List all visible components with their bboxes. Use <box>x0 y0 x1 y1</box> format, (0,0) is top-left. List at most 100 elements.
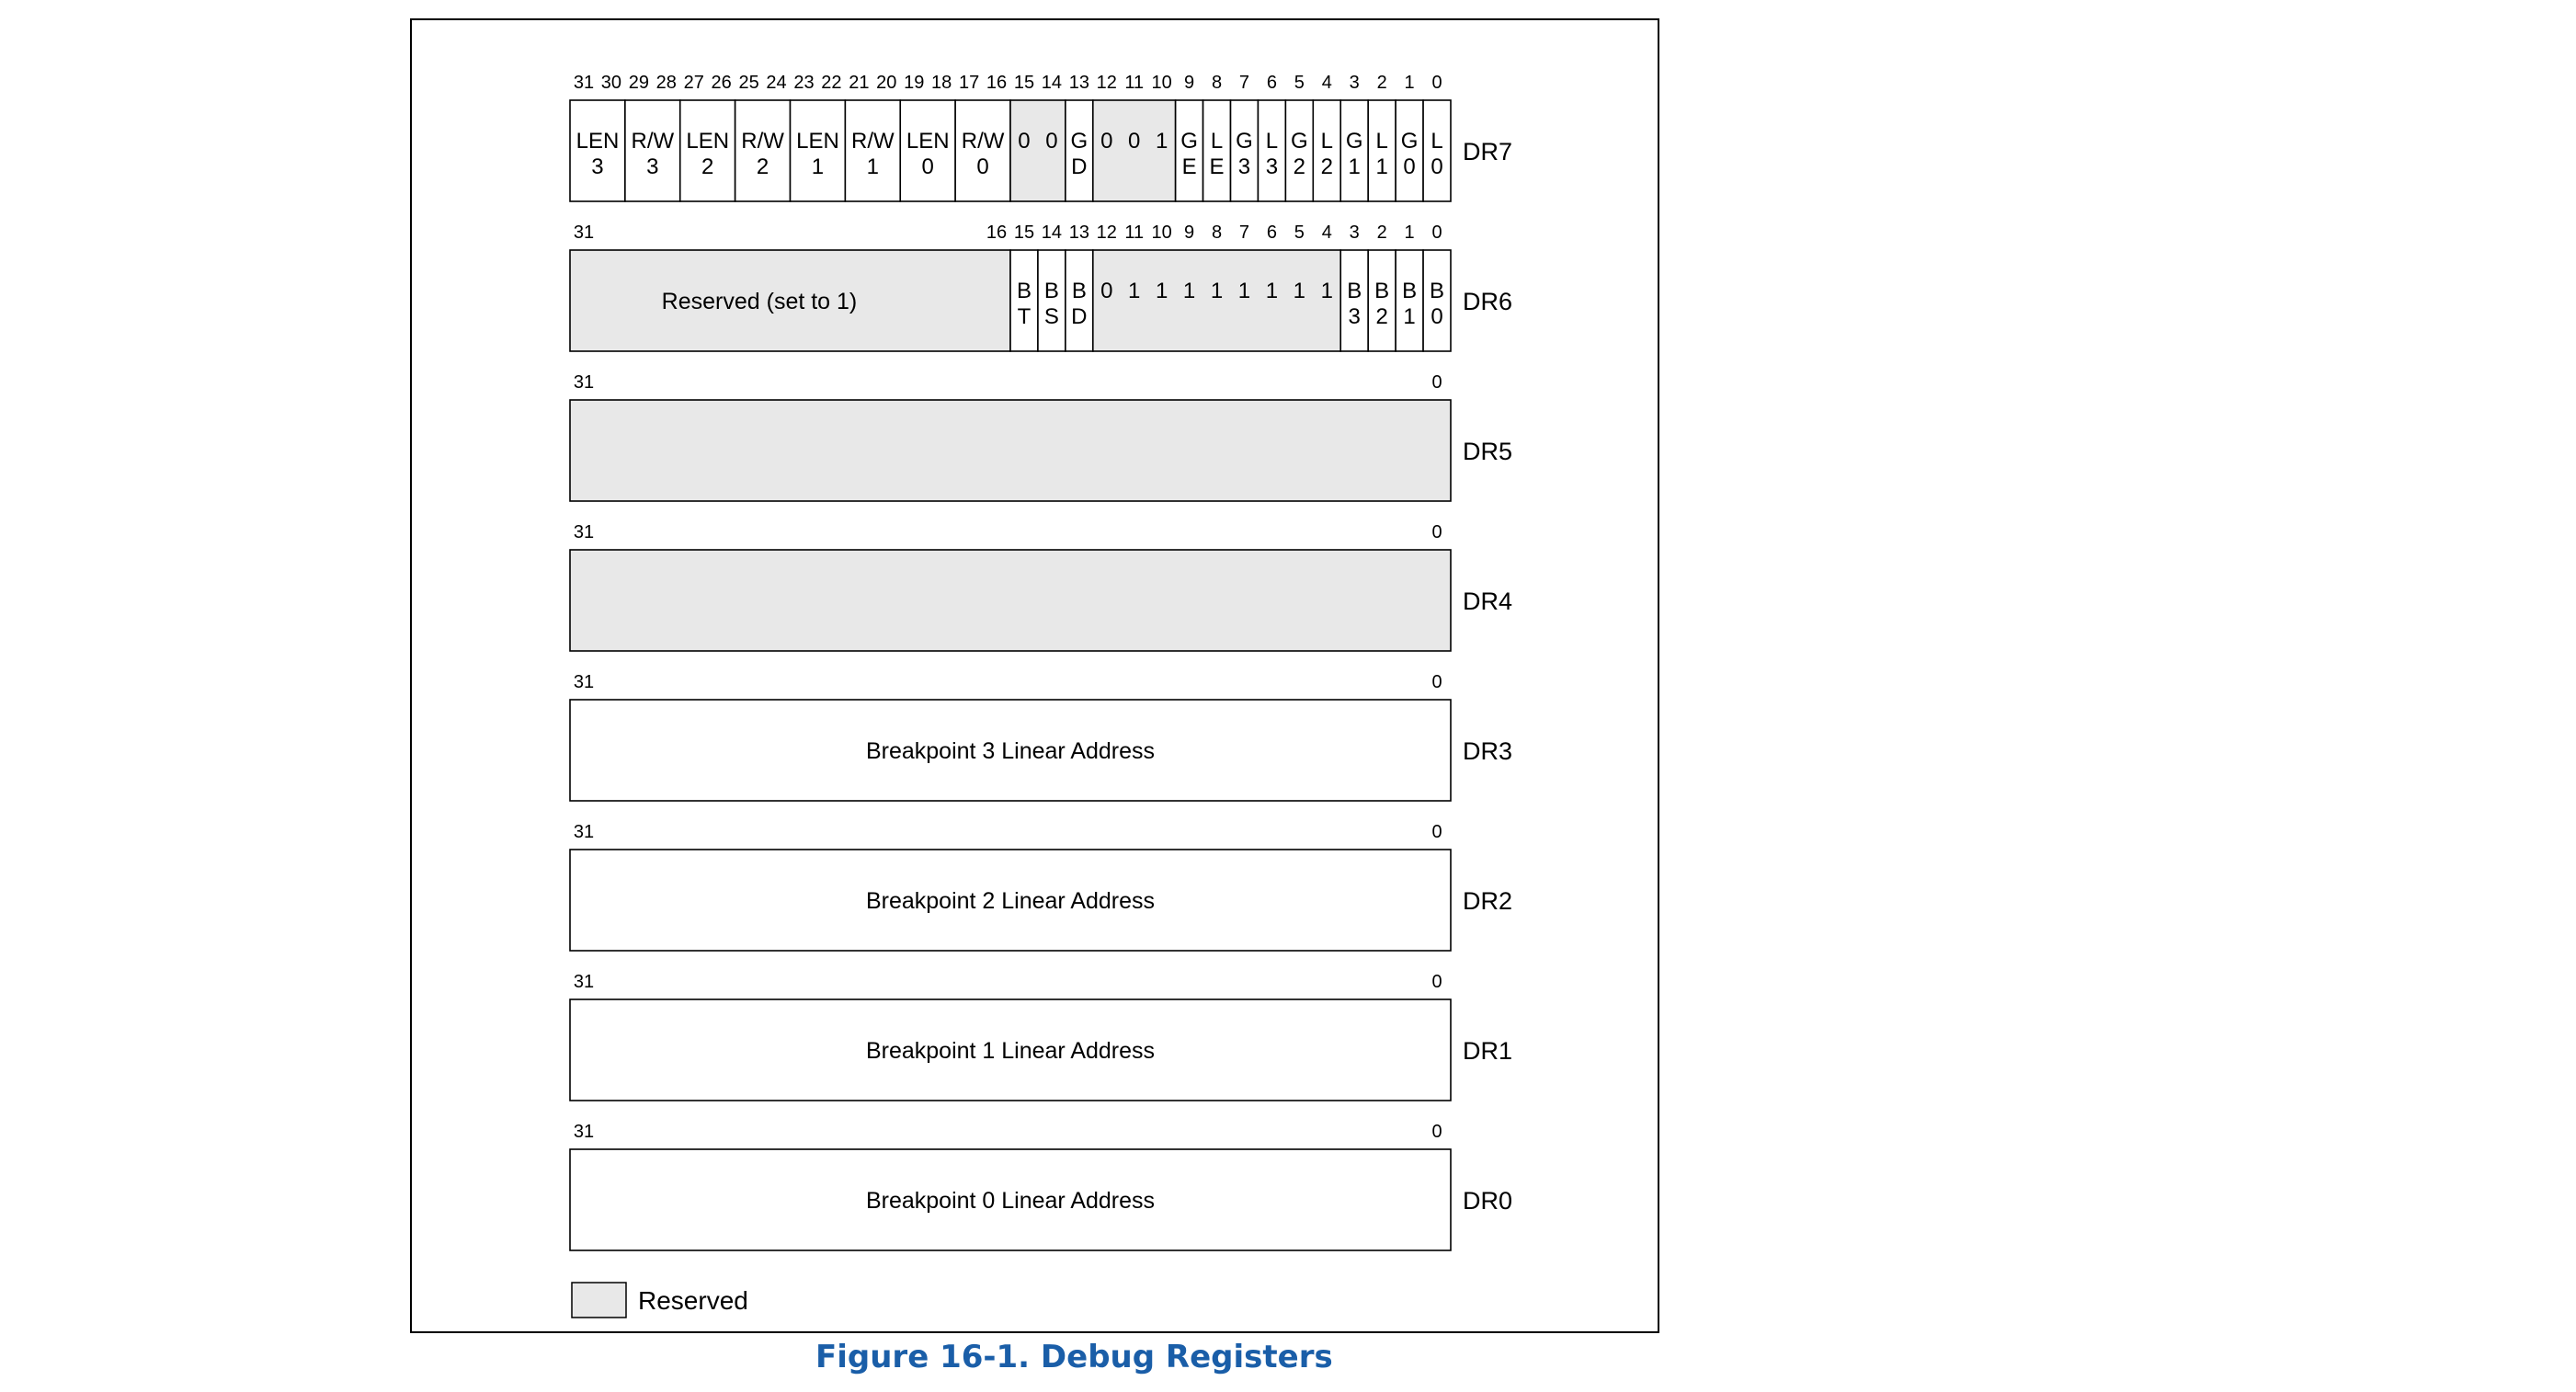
dr2-bit-label: 0 <box>1431 822 1442 842</box>
dr7-field-text: 3 <box>646 154 658 179</box>
dr6-bit-label: 8 <box>1212 222 1222 243</box>
dr6-bit-label: 4 <box>1322 222 1332 243</box>
dr4-bit-label: 31 <box>574 522 594 542</box>
dr7-field-text: 3 <box>591 154 603 179</box>
dr7-field-text: R/W <box>962 129 1005 154</box>
dr7-field-text: G <box>1236 129 1253 154</box>
dr6-field-text: B <box>1374 279 1389 303</box>
dr1-field-label: Breakpoint 1 Linear Address <box>866 1038 1155 1064</box>
dr7-bit-label: 24 <box>766 73 786 93</box>
dr7-field-text: R/W <box>851 129 895 154</box>
dr6-bit-label: 16 <box>986 222 1007 243</box>
dr7-field-29-28 <box>624 99 681 202</box>
dr7-field-text: L <box>1266 129 1278 154</box>
dr3-name: DR3 <box>1463 737 1512 765</box>
dr7-field-digit: 0 <box>1045 129 1057 154</box>
dr6-field-digit: 1 <box>1238 279 1250 303</box>
dr7-field-text: 0 <box>1403 154 1415 179</box>
dr7-bit-label: 9 <box>1184 73 1194 93</box>
dr7-field-text: 0 <box>1430 154 1442 179</box>
dr6-field-text: B <box>1402 279 1417 303</box>
dr7-field-text: L <box>1321 129 1333 154</box>
dr7-bit-label: 14 <box>1042 73 1062 93</box>
dr7-field-text: 0 <box>922 154 934 179</box>
dr7-bit-label: 11 <box>1124 73 1144 93</box>
dr7-bit-label: 28 <box>656 73 677 93</box>
dr3-field-31-0 <box>569 699 1452 802</box>
dr7-field-31-30 <box>569 99 626 202</box>
dr7-bit-label: 2 <box>1377 73 1387 93</box>
dr7-field-4-4 <box>1312 99 1342 202</box>
dr6-field-3-3 <box>1339 249 1369 352</box>
dr7-bit-label: 5 <box>1294 73 1305 93</box>
dr7-field-8-8 <box>1202 99 1232 202</box>
dr1-name: DR1 <box>1463 1037 1512 1065</box>
dr7-field-text: L <box>1211 129 1223 154</box>
dr0-field-31-0 <box>569 1148 1452 1251</box>
legend: Reserved <box>571 1282 748 1318</box>
dr7-bit-label: 18 <box>931 73 952 93</box>
dr7-bit-label: 12 <box>1097 73 1117 93</box>
legend-reserved-label: Reserved <box>638 1286 748 1315</box>
dr6-bit-label: 9 <box>1184 222 1194 243</box>
dr1-field-31-0 <box>569 998 1452 1101</box>
dr7-field-21-20 <box>844 99 902 202</box>
dr7-field-text: LEN <box>906 129 950 154</box>
dr7-field-text: G <box>1180 129 1198 154</box>
dr7-bit-label: 19 <box>904 73 924 93</box>
dr5-name: DR5 <box>1463 438 1512 465</box>
dr7-field-text: 2 <box>1321 154 1333 179</box>
dr7-field-text: 1 <box>867 154 879 179</box>
dr6-bit-label: 10 <box>1152 222 1172 243</box>
dr6-bit-label: 6 <box>1267 222 1277 243</box>
dr7-bit-label: 26 <box>712 73 732 93</box>
dr7-field-2-2 <box>1367 99 1396 202</box>
dr6-field-text: 0 <box>1430 304 1442 329</box>
dr7-field-text: 2 <box>757 154 769 179</box>
dr7-bit-label: 16 <box>986 73 1007 93</box>
dr7-field-text: G <box>1401 129 1419 154</box>
dr7-bit-label: 10 <box>1152 73 1172 93</box>
dr6-field-text: B <box>1072 279 1087 303</box>
dr7-field-text: G <box>1291 129 1308 154</box>
dr7-field-7-7 <box>1229 99 1260 202</box>
dr7-field-13-13 <box>1065 99 1094 202</box>
dr7-field-27-26 <box>678 99 736 202</box>
dr7-bit-label: 1 <box>1405 73 1415 93</box>
dr7-field-digit: 0 <box>1100 129 1112 154</box>
dr7-field-text: G <box>1071 129 1089 154</box>
dr6-field-text: 3 <box>1349 304 1361 329</box>
dr7-field-text: R/W <box>741 129 784 154</box>
dr7-field-19-18 <box>899 99 956 202</box>
dr6-bit-label: 1 <box>1405 222 1415 243</box>
dr3-bit-label: 0 <box>1431 672 1442 692</box>
dr6-field-0-0 <box>1422 249 1452 352</box>
dr2-field-label: Breakpoint 2 Linear Address <box>866 888 1155 914</box>
dr7-bit-label: 8 <box>1212 73 1222 93</box>
dr2-field-31-0 <box>569 849 1452 952</box>
dr6-field-31-16 <box>569 249 1011 352</box>
dr6-field-1-1 <box>1395 249 1424 352</box>
dr6-field-digit: 1 <box>1266 279 1278 303</box>
dr2-name: DR2 <box>1463 887 1512 915</box>
dr7-field-23-22 <box>789 99 847 202</box>
dr6-bit-label: 0 <box>1431 222 1442 243</box>
dr7-field-text: L <box>1430 129 1442 154</box>
dr6-bit-label: 2 <box>1377 222 1387 243</box>
dr7-bit-label: 20 <box>876 73 896 93</box>
dr6-field-label: Reserved (set to 1) <box>662 289 858 314</box>
dr7-field-text: 1 <box>812 154 824 179</box>
dr0-name: DR0 <box>1463 1187 1512 1215</box>
dr6-field-text: B <box>1430 279 1444 303</box>
dr7-field-text: 0 <box>976 154 988 179</box>
dr6-field-2-2 <box>1367 249 1396 352</box>
dr6-field-15-15 <box>1009 249 1039 352</box>
